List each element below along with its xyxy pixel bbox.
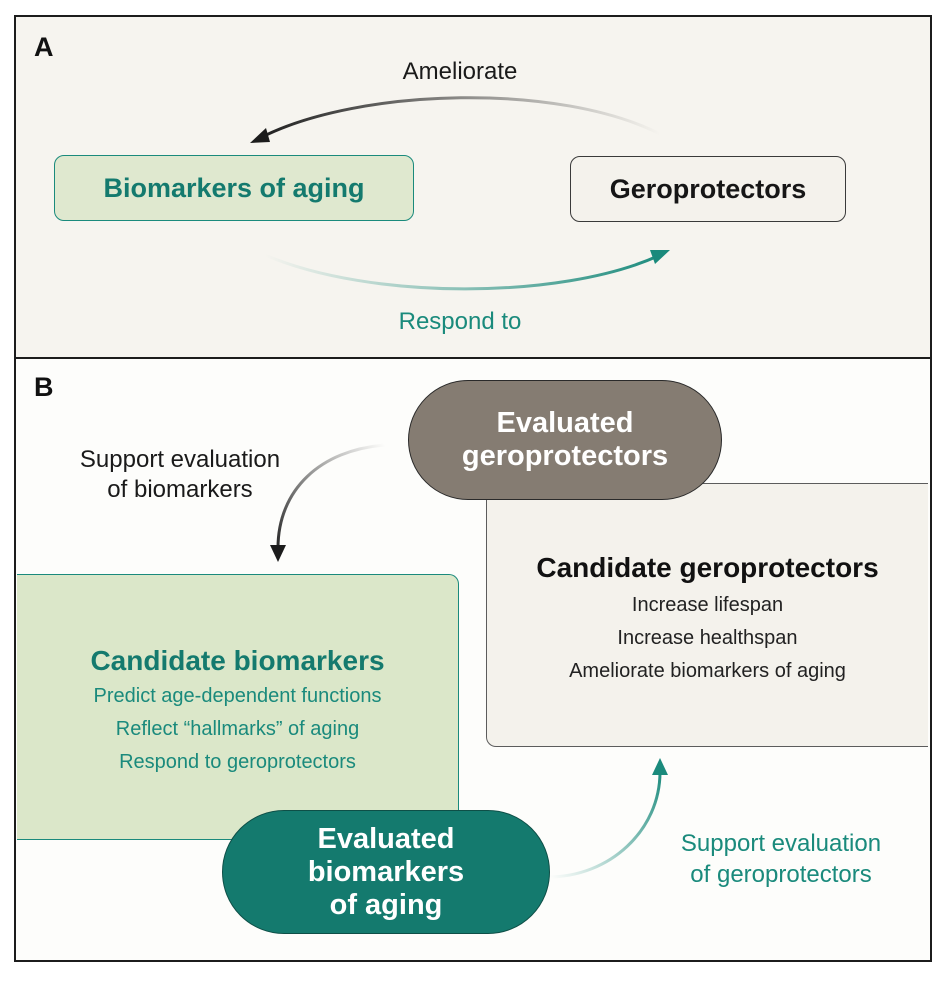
support-biomarkers-arrow [276,443,386,549]
support-geroprotectors-arrowhead [652,758,668,775]
evaluated-geroprotectors-line: Evaluated [496,407,634,439]
support-biomarkers-arrowhead [270,545,286,562]
ameliorate-label: Ameliorate [402,58,518,85]
support-biomarkers-line: of biomarkers [107,476,253,503]
geroprotectors-label: Geroprotectors [609,173,807,204]
candidate-biomarkers-box: Candidate biomarkers Predict age-depende… [17,574,459,840]
candidate-geroprotectors-item: Increase healthspan [617,627,798,649]
ameliorate-arrowhead [250,128,270,143]
candidate-geroprotectors-item: Ameliorate biomarkers of aging [569,660,846,682]
candidate-biomarkers-item: Reflect “hallmarks” of aging [115,718,360,740]
candidate-biomarkers-item: Predict age-dependent functions [93,685,382,707]
evaluated-biomarkers-line: biomarkers [307,855,465,888]
biomarkers-of-aging-label: Biomarkers of aging [103,172,365,203]
candidate-biomarkers-title: Candidate biomarkers [90,645,385,676]
respond-to-label: Respond to [398,308,522,335]
panel-a-letter: A [34,32,54,62]
candidate-biomarkers-item: Respond to geroprotectors [119,751,356,773]
geroprotectors-box: Geroprotectors [570,156,846,222]
candidate-geroprotectors-item: Increase lifespan [631,594,784,616]
support-evaluation-of-geroprotectors-label: Support evaluation of geroprotectors [636,828,926,890]
evaluated-biomarkers-line: of aging [329,888,443,921]
candidate-geroprotectors-box: Candidate geroprotectors Increase lifesp… [486,483,928,747]
evaluated-biomarkers-pill: Evaluated biomarkers of aging [222,810,550,934]
biomarkers-of-aging-box: Biomarkers of aging [54,155,414,221]
support-biomarkers-line: Support evaluation [79,446,281,473]
evaluated-geroprotectors-line: geroprotectors [461,440,669,472]
support-geroprotectors-line: Support evaluation [680,830,882,857]
support-geroprotectors-line: of geroprotectors [690,861,872,888]
support-evaluation-of-biomarkers-label: Support evaluation of biomarkers [30,445,330,505]
respond-arrow [264,253,659,291]
ameliorate-arrow [261,96,663,139]
support-geroprotectors-arrow [547,771,662,879]
evaluated-geroprotectors-pill: Evaluated geroprotectors [408,380,722,500]
panel-b-letter: B [34,372,54,402]
evaluated-biomarkers-line: Evaluated [317,822,455,855]
respond-arrowhead [650,250,670,264]
candidate-geroprotectors-title: Candidate geroprotectors [536,552,879,583]
